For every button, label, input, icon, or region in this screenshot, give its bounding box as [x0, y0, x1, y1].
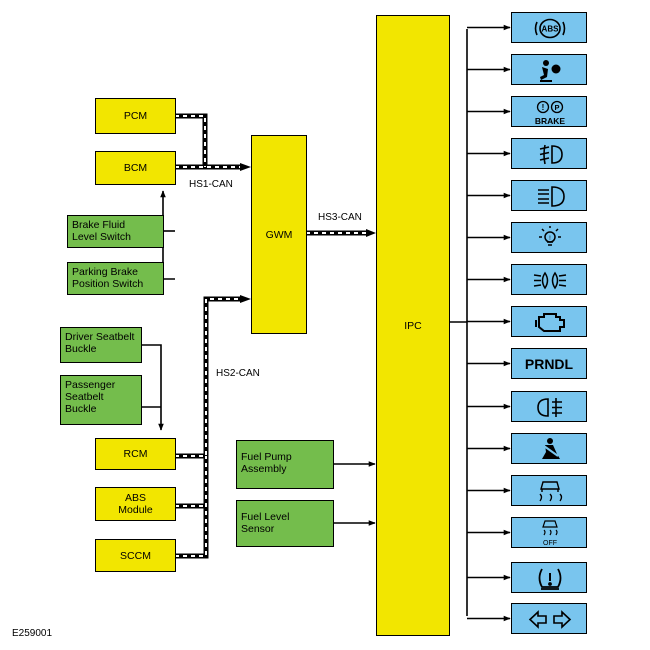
tc-off-text: OFF — [543, 540, 557, 547]
traction-control-icon — [539, 481, 563, 502]
check-engine-indicator — [511, 306, 587, 337]
seatbelt-reminder-icon — [542, 438, 560, 459]
hs3-can-label: HS3-CAN — [318, 212, 362, 223]
hs2-can-label: HS2-CAN — [216, 368, 260, 379]
prndl-indicator: PRNDL — [511, 348, 587, 379]
parking-brake-position-switch[interactable]: Parking Brake Position Switch — [67, 262, 164, 295]
traction-control-off-indicator: OFF — [511, 517, 587, 548]
tire-pressure-icon — [538, 568, 562, 590]
airbag-warning-indicator — [511, 54, 587, 85]
rear-fog-lamp-indicator — [511, 391, 587, 422]
bulb-failure-indicator: ! — [511, 222, 587, 253]
turn-signals-indicator — [511, 603, 587, 634]
brake-icon-text: BRAKE — [535, 116, 566, 126]
bulb-failure-icon: ! — [539, 226, 561, 246]
passenger-seatbelt-buckle[interactable]: Passenger Seatbelt Buckle — [60, 375, 142, 425]
rear-fog-lamp-icon — [537, 398, 562, 417]
abs-module[interactable]: ABS Module — [95, 487, 176, 521]
ipc-module[interactable]: IPC — [376, 15, 450, 636]
svg-text:!: ! — [549, 236, 551, 242]
turn-signals-icon — [528, 610, 572, 629]
svg-text:!: ! — [542, 103, 545, 112]
hs1-can-label: HS1-CAN — [189, 179, 233, 190]
driver-seatbelt-buckle[interactable]: Driver Seatbelt Buckle — [60, 327, 142, 363]
abs-warning-indicator: ABS — [511, 12, 587, 43]
high-beam-icon — [538, 186, 565, 207]
front-fog-lamp-indicator — [511, 138, 587, 169]
abs-icon-text: ABS — [542, 25, 560, 34]
front-fog-lamp-icon — [539, 144, 563, 165]
check-engine-icon — [535, 313, 565, 332]
fuel-level-sensor[interactable]: Fuel Level Sensor — [236, 500, 334, 547]
seatbelt-reminder-indicator — [511, 433, 587, 464]
sccm-module[interactable]: SCCM — [95, 539, 176, 572]
svg-text:P: P — [554, 103, 559, 112]
tire-pressure-indicator — [511, 562, 587, 593]
rcm-module[interactable]: RCM — [95, 438, 176, 470]
bcm-module[interactable]: BCM — [95, 151, 176, 185]
traction-control-off-icon: OFF — [542, 520, 558, 547]
brake-warning-indicator: ! P BRAKE — [511, 96, 587, 127]
prndl-text: PRNDL — [524, 355, 574, 372]
gwm-module[interactable]: GWM — [251, 135, 307, 334]
side-lamps-icon — [533, 271, 567, 290]
fuel-pump-assembly[interactable]: Fuel Pump Assembly — [236, 440, 334, 489]
brake-warning-icon: ! P BRAKE — [535, 100, 566, 126]
figure-id: E259001 — [12, 628, 53, 639]
traction-control-indicator — [511, 475, 587, 506]
side-lamps-indicator — [511, 264, 587, 295]
high-beam-indicator — [511, 180, 587, 211]
can-bus-arrowheads — [240, 163, 376, 303]
brake-fluid-level-switch[interactable]: Brake Fluid Level Switch — [67, 215, 164, 248]
airbag-warning-icon — [540, 60, 561, 82]
abs-warning-icon: ABS — [534, 18, 566, 39]
pcm-module[interactable]: PCM — [95, 98, 176, 134]
